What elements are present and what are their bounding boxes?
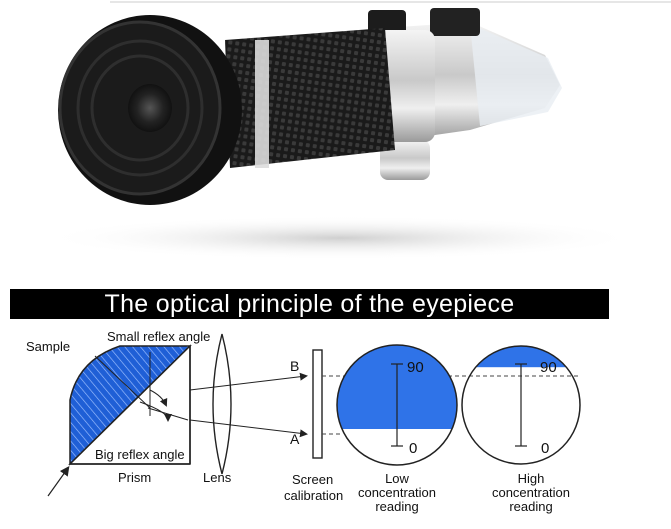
screen-calibration-plate (312, 349, 323, 459)
high-caption-1: High (518, 471, 545, 486)
lens (212, 333, 232, 475)
low-caption-2: concentration (358, 485, 436, 500)
section-title-banner: The optical principle of the eyepiece (10, 289, 609, 319)
high-caption-3: reading (509, 499, 552, 514)
prism-label: Prism (118, 470, 151, 485)
optical-principle-diagram: Sample Small reflex angle Big reflex ang… (26, 329, 581, 514)
high-scale-min: 0 (541, 440, 549, 457)
lens-label: Lens (203, 470, 232, 485)
refractometer-photo (40, 1, 671, 260)
low-caption-3: reading (375, 499, 418, 514)
low-scale-min: 0 (409, 440, 417, 457)
low-caption-1: Low (385, 471, 409, 486)
high-concentration-view (461, 345, 581, 465)
low-scale-max: 90 (407, 359, 424, 376)
big-reflex-angle-label: Big reflex angle (95, 447, 185, 462)
high-caption-2: concentration (492, 485, 570, 500)
point-a-label: A (290, 431, 300, 447)
high-scale-max: 90 (540, 359, 557, 376)
prism (68, 344, 192, 466)
calibration-label: calibration (284, 488, 343, 503)
screen-label: Screen (292, 472, 333, 487)
sample-label: Sample (26, 339, 70, 354)
low-concentration-view (336, 344, 458, 466)
point-b-label: B (290, 358, 299, 374)
small-reflex-angle-label: Small reflex angle (107, 329, 210, 344)
